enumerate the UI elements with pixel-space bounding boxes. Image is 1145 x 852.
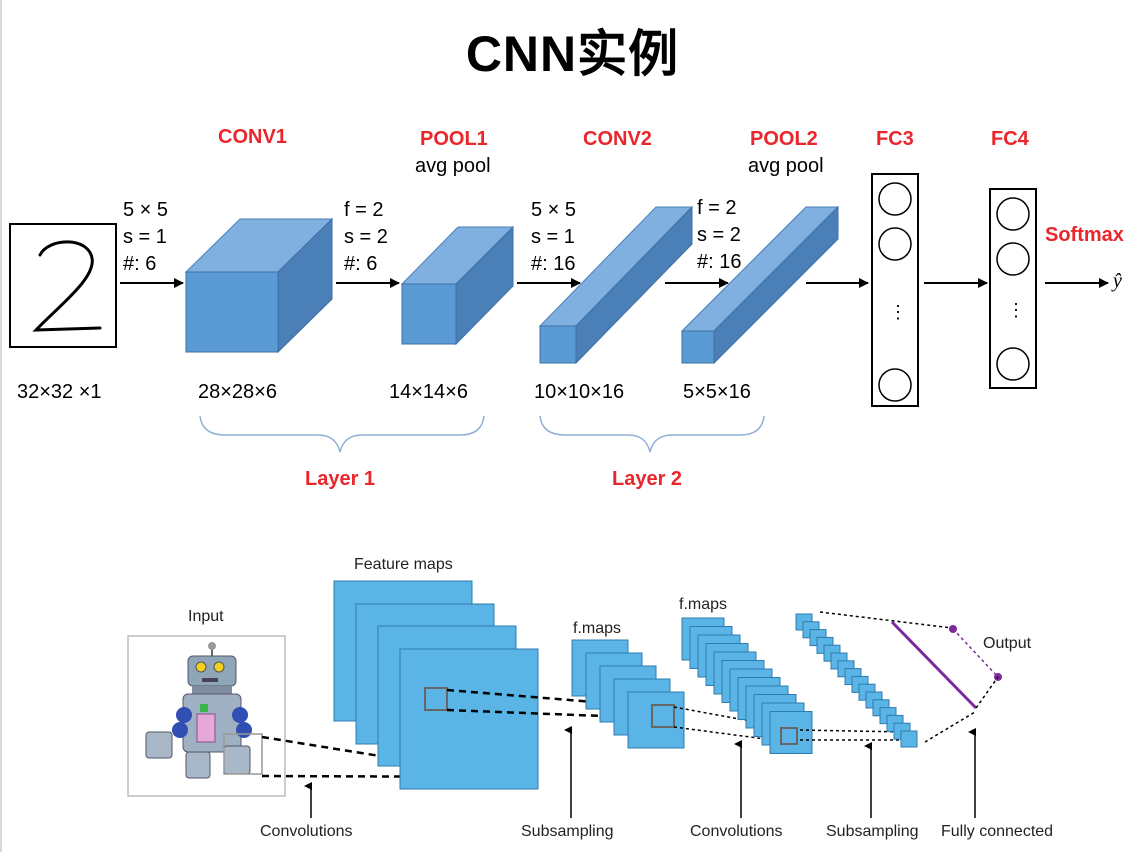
- softmax-label: Softmax: [1045, 224, 1124, 246]
- layer2-brace: [539, 415, 765, 453]
- fc4-dots: ⋮: [1007, 300, 1025, 320]
- params-input-conv1: 5 × 5 s = 1 #: 6: [123, 197, 168, 278]
- pool2-label: POOL2: [750, 128, 818, 150]
- dim-conv2: 10×10×16: [534, 381, 625, 403]
- dim-pool1: 14×14×6: [389, 381, 468, 403]
- layer2-label: Layer 2: [612, 468, 683, 490]
- fc3-column: [871, 173, 919, 407]
- fc-layer-line: [890, 620, 978, 710]
- param-line: f = 2: [697, 197, 737, 219]
- param-line: #: 16: [531, 253, 576, 275]
- pool1-type: avg pool: [415, 155, 491, 177]
- layer1-label: Layer 1: [305, 468, 376, 490]
- param-line: 5 × 5: [123, 199, 169, 221]
- input-image-box: [9, 223, 117, 348]
- feature-maps-label: Feature maps: [354, 556, 453, 573]
- pool2-type: avg pool: [748, 155, 824, 177]
- fc3-dots: ⋮: [889, 302, 907, 322]
- dim-input: 32×32 ×1: [17, 381, 102, 403]
- subsampling2-stack: [795, 613, 918, 748]
- dim-conv1: 28×28×6: [198, 381, 277, 403]
- subsampling-label-1: Subsampling: [521, 823, 614, 840]
- param-line: s = 1: [123, 226, 167, 248]
- param-line: s = 2: [697, 224, 741, 246]
- handwritten-digit-2: [32, 240, 102, 332]
- robot-image: [145, 642, 263, 779]
- subsample-layer: [900, 730, 918, 748]
- convolutions-label-2: Convolutions: [690, 823, 783, 840]
- fc4-label: FC4: [991, 128, 1029, 150]
- feature-maps-stack: [333, 580, 539, 790]
- fmaps2-label: f.maps: [679, 596, 728, 613]
- convolutions-label-1: Convolutions: [260, 823, 353, 840]
- page-title: CNN实例: [465, 26, 680, 82]
- param-line: f = 2: [344, 199, 384, 221]
- output-label: Output: [983, 635, 1032, 652]
- pool1-block: [400, 225, 515, 346]
- param-line: #: 6: [123, 253, 157, 275]
- params-conv1-pool1: f = 2 s = 2 #: 6: [344, 197, 388, 278]
- param-line: #: 6: [344, 253, 378, 275]
- fully-connected-label: Fully connected: [941, 823, 1054, 840]
- param-line: s = 2: [344, 226, 388, 248]
- fmaps1-stack: [571, 639, 685, 749]
- conv1-block: [184, 217, 334, 354]
- fmaps2-stack: [681, 617, 813, 754]
- params-conv2-pool2: f = 2 s = 2 #: 16: [697, 195, 741, 276]
- receptive-field-box: [780, 727, 798, 745]
- fmaps1-label: f.maps: [573, 620, 622, 637]
- conv2-label: CONV2: [583, 128, 652, 150]
- conv2-block: [538, 205, 694, 365]
- params-pool1-conv2: 5 × 5 s = 1 #: 16: [531, 197, 576, 278]
- layer1-brace: [199, 415, 485, 453]
- yhat-output: ŷ: [1113, 270, 1122, 292]
- fc3-label: FC3: [876, 128, 914, 150]
- pool1-label: POOL1: [420, 128, 488, 150]
- fmap-layer: [769, 711, 813, 754]
- param-line: s = 1: [531, 226, 575, 248]
- input-label: Input: [188, 608, 224, 625]
- subsampling-label-2: Subsampling: [826, 823, 919, 840]
- param-line: 5 × 5: [531, 199, 577, 221]
- dim-pool2: 5×5×16: [683, 381, 751, 403]
- fc4-column: [989, 188, 1037, 389]
- pool2-block: [680, 205, 840, 365]
- conv1-label: CONV1: [218, 126, 287, 148]
- param-line: #: 16: [697, 251, 742, 273]
